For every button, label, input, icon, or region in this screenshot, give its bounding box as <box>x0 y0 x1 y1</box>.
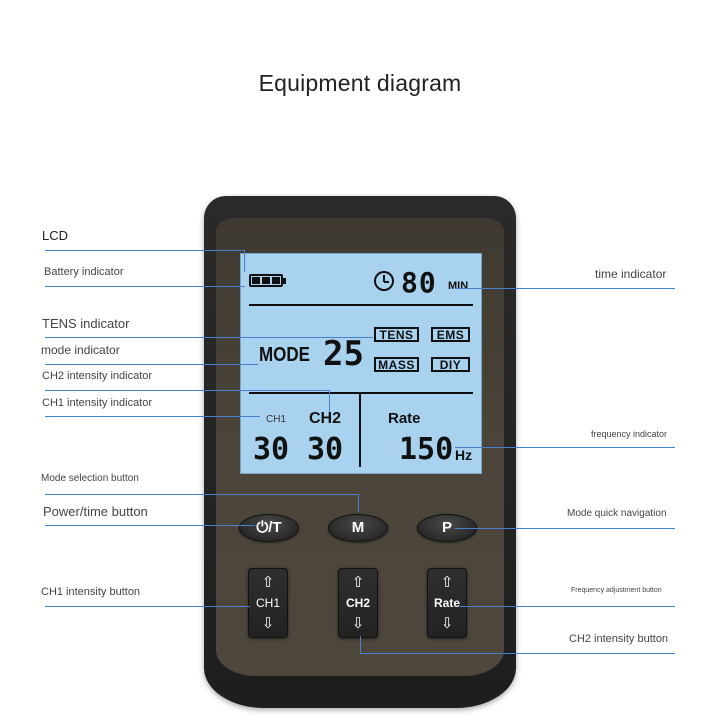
label-ch2-intensity: CH2 intensity indicator <box>42 370 153 382</box>
callout-line <box>455 528 675 529</box>
lcd-screen: 80 MIN MODE 25 TENS EMS MASS DIY CH1 CH2… <box>240 253 482 474</box>
ch1-value: 30 <box>253 432 290 467</box>
label-mode-selection: Mode selection button <box>41 473 139 484</box>
up-arrow-icon: ⇧ <box>351 574 365 591</box>
power-time-button[interactable]: ⏻/T <box>239 514 299 542</box>
diy-indicator: DIY <box>431 357 470 372</box>
label-frequency: frequency indicator <box>591 429 668 439</box>
ch1-button-label: CH1 <box>255 596 280 610</box>
timer-value: 80 <box>401 266 437 299</box>
callout-line <box>45 364 258 365</box>
callout-line <box>358 494 359 512</box>
callout-line <box>45 337 373 338</box>
mass-indicator: MASS <box>374 357 419 372</box>
page-title: Equipment diagram <box>258 70 462 96</box>
label-time: time indicator <box>595 267 667 281</box>
clock-icon <box>374 271 394 291</box>
callout-line <box>329 390 330 412</box>
rate-label: Rate <box>388 410 421 427</box>
tens-device: 80 MIN MODE 25 TENS EMS MASS DIY CH1 CH2… <box>204 196 516 708</box>
up-arrow-icon: ⇧ <box>261 574 275 591</box>
ch2-intensity-button[interactable]: ⇧ CH2 ⇩ <box>338 568 378 638</box>
callout-line <box>45 390 329 391</box>
callout-line <box>45 525 255 526</box>
callout-line <box>360 653 675 654</box>
ch1-intensity-button[interactable]: ⇧ CH1 ⇩ <box>248 568 288 638</box>
up-arrow-icon: ⇧ <box>440 574 454 591</box>
label-lcd: LCD <box>42 228 69 243</box>
callout-line <box>455 288 675 289</box>
callout-line <box>45 606 250 607</box>
callout-line <box>455 447 675 448</box>
label-power-time: Power/time button <box>43 504 148 519</box>
mode-label: MODE <box>259 344 310 366</box>
label-tens: TENS indicator <box>42 316 130 331</box>
down-arrow-icon: ⇩ <box>261 615 275 632</box>
rate-unit: Hz <box>455 447 473 463</box>
mode-button[interactable]: M <box>328 514 388 542</box>
down-arrow-icon: ⇩ <box>351 615 365 632</box>
label-ch1-button: CH1 intensity button <box>41 586 141 598</box>
ch2-value: 30 <box>307 432 344 467</box>
tens-indicator: TENS <box>374 327 419 342</box>
label-ch1-intensity: CH1 intensity indicator <box>42 397 153 409</box>
callout-line <box>460 606 675 607</box>
mode-value: 25 <box>323 334 364 374</box>
label-ch2-button: CH2 intensity button <box>569 633 669 645</box>
callout-line <box>45 250 245 251</box>
lcd-divider-vertical <box>359 392 361 467</box>
ch2-button-label: CH2 <box>345 596 370 610</box>
callout-line <box>45 494 359 495</box>
timer-unit: MIN <box>448 280 469 292</box>
lcd-divider-mid <box>249 392 473 394</box>
label-frequency-button: Frequency adjustment button <box>571 587 662 594</box>
ch1-label: CH1 <box>266 414 287 425</box>
battery-icon <box>249 274 286 287</box>
callout-line <box>244 250 245 272</box>
rate-button[interactable]: ⇧ Rate ⇩ <box>427 568 467 638</box>
rate-button-label: Rate <box>433 596 460 610</box>
callout-line <box>45 416 260 417</box>
label-mode-quick: Mode quick navigation <box>567 508 667 519</box>
label-battery: Battery indicator <box>44 266 124 278</box>
down-arrow-icon: ⇩ <box>440 615 454 632</box>
ch2-label: CH2 <box>309 410 342 427</box>
label-mode: mode indicator <box>41 343 120 357</box>
callout-line <box>360 636 361 653</box>
ems-indicator: EMS <box>431 327 470 342</box>
lcd-divider-top <box>249 304 473 306</box>
callout-line <box>45 286 245 287</box>
rate-value: 150 <box>399 432 454 467</box>
